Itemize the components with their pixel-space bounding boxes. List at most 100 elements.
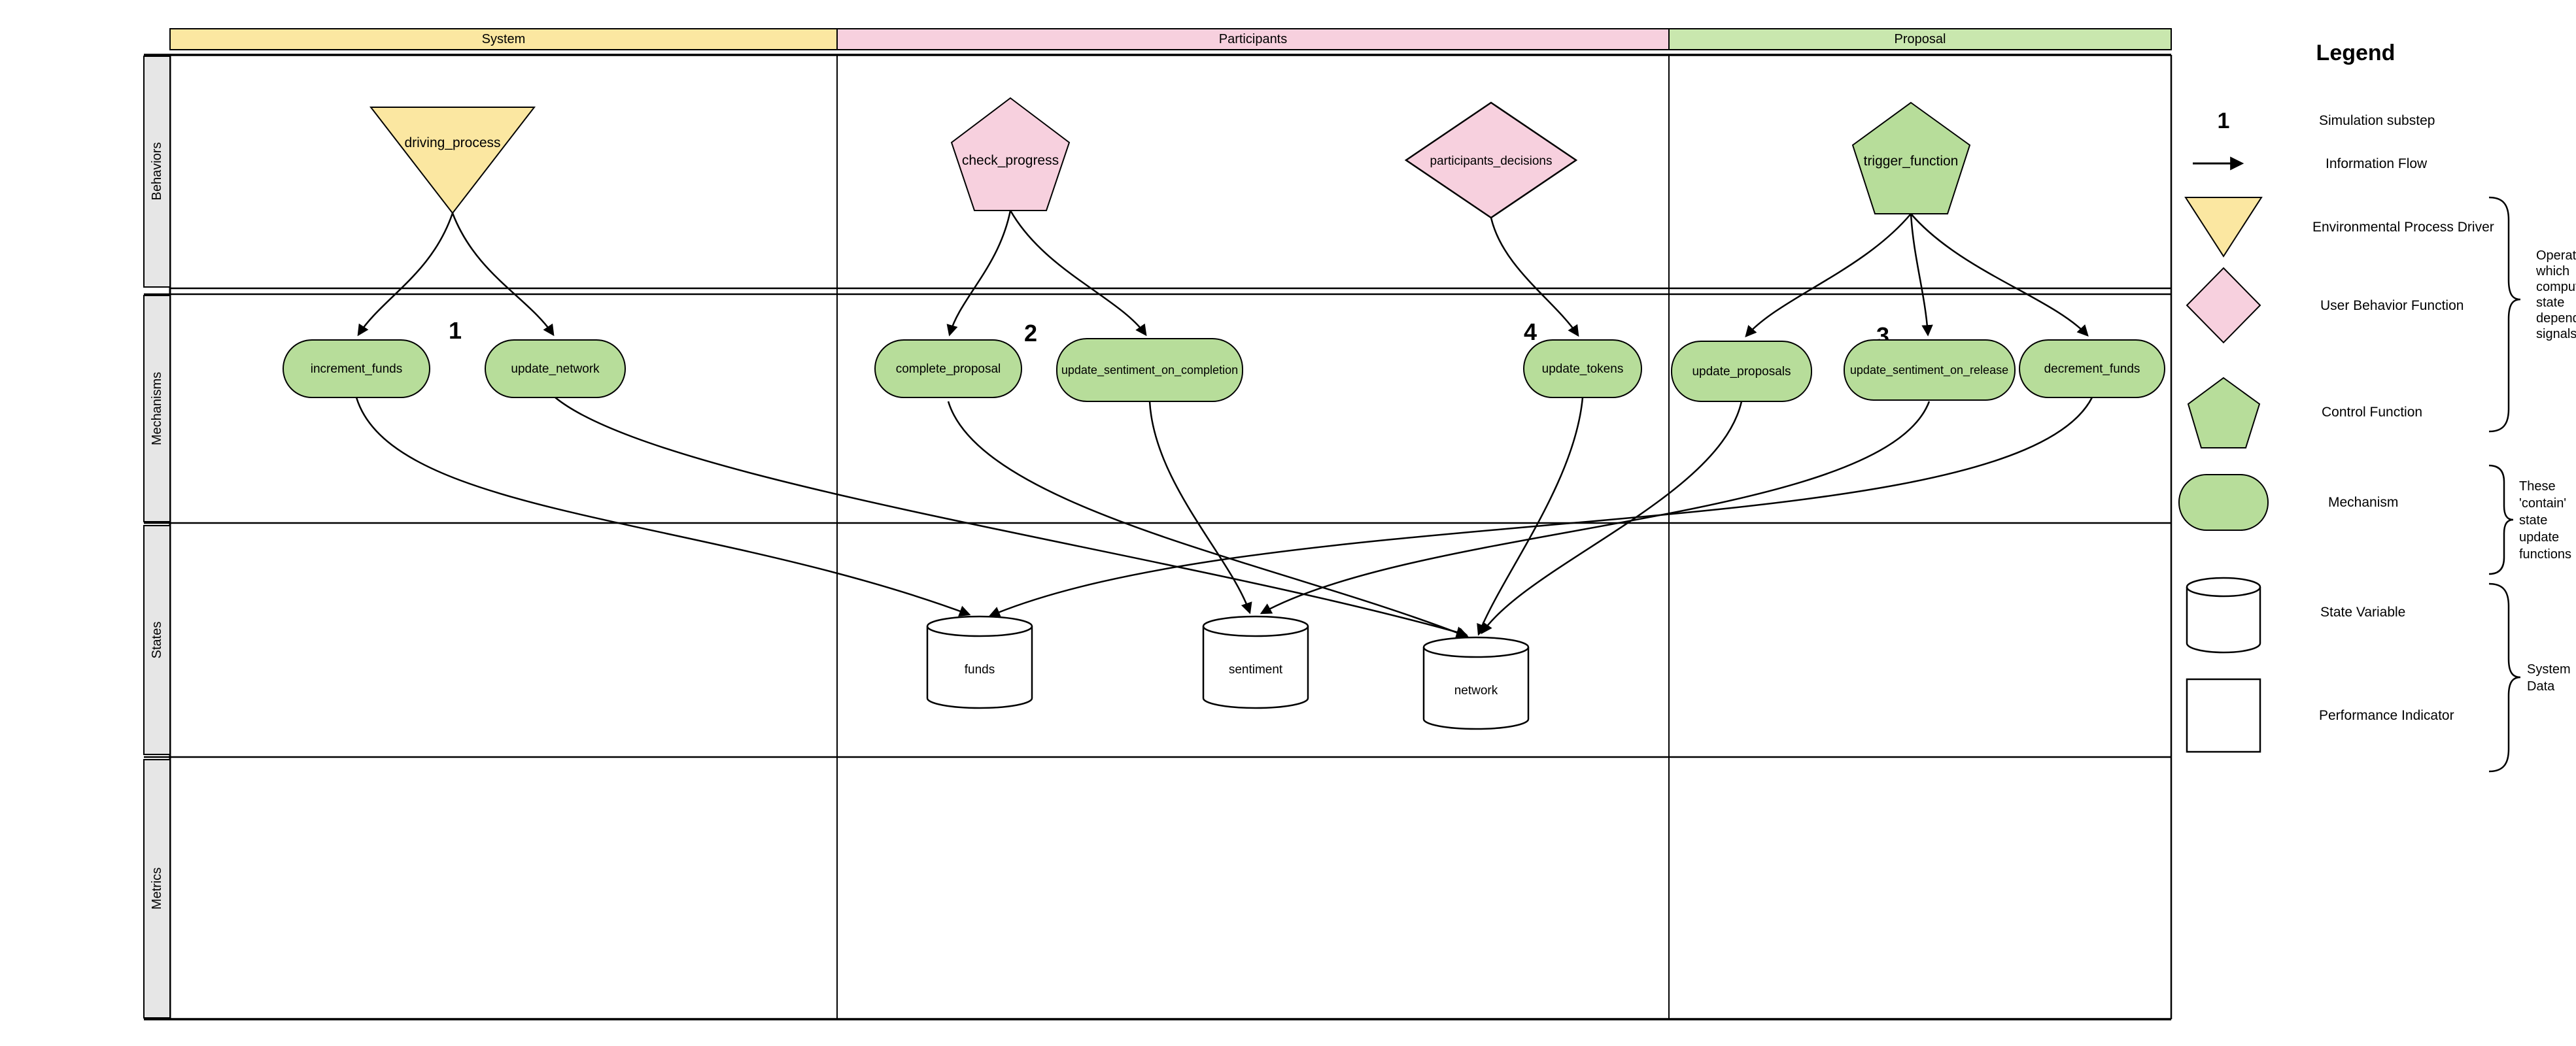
operators-annotation-line: depende (2536, 311, 2576, 326)
substep-2: 2 (1024, 320, 1037, 346)
operators-annotation: Operato which compute state depende sign… (2535, 248, 2576, 341)
behavior-edges (357, 210, 2089, 337)
legend-substep-symbol: 1 (2218, 109, 2230, 133)
node-decrement-funds-label: decrement_funds (2044, 362, 2140, 376)
operators-annotation-line: state (2536, 295, 2564, 310)
performance-indicator-icon (2186, 678, 2261, 753)
edge-update_tokens-network[interactable] (1477, 397, 1584, 636)
edge-check_progress-complete_proposal[interactable] (946, 210, 1012, 337)
control-function-icon (2187, 377, 2261, 448)
edge-update_network-network[interactable] (555, 397, 1468, 638)
edge-trigger_function-decrement_funds[interactable] (1910, 213, 2089, 337)
node-driving-process[interactable] (369, 107, 536, 214)
edge-update_sentiment_on_completion-sentiment[interactable] (1148, 401, 1252, 615)
lane-behaviors-label: Behaviors (150, 143, 164, 201)
legend-control-label: Control Function (2322, 405, 2422, 420)
legend-mechanism-label: Mechanism (2328, 495, 2398, 510)
contain-annotation-line: state (2519, 513, 2547, 528)
lane-states[interactable] (143, 525, 171, 755)
state-variable-icon (2186, 577, 2261, 654)
env-process-driver-icon (2184, 197, 2263, 258)
legend-flow-label: Information Flow (2326, 156, 2428, 171)
system-data-annotation-line: Data (2527, 679, 2555, 694)
edge-decrement_funds-funds[interactable] (988, 397, 2093, 618)
substep-1: 1 (449, 317, 462, 344)
node-participants-decisions[interactable] (1404, 101, 1578, 219)
user-behavior-function-icon (2186, 267, 2261, 344)
swimlane-grid (144, 54, 2172, 1021)
mechanism-edges (355, 397, 2093, 639)
edge-update_sentiment_on_release-sentiment[interactable] (1260, 401, 1931, 615)
edge-complete_proposal-network[interactable] (947, 401, 1469, 639)
contain-annotation-line: These (2519, 479, 2556, 494)
lane-mechanisms[interactable] (143, 295, 171, 522)
edge-increment_funds-funds[interactable] (355, 397, 971, 617)
node-update-tokens-label: update_tokens (1542, 362, 1624, 376)
node-trigger-function[interactable] (1851, 101, 1971, 214)
edge-trigger_function-update_sentiment_on_release[interactable] (1910, 213, 1933, 337)
node-sentiment[interactable] (1202, 615, 1309, 709)
system-data-brace (2488, 582, 2521, 773)
contain-annotation-line: update (2519, 530, 2559, 545)
node-update-sentiment-on-completion[interactable] (1056, 338, 1243, 402)
header-system-label: System (482, 32, 526, 46)
header-participants-label: Participants (1219, 32, 1288, 46)
edge-participants_decisions-update_tokens[interactable] (1490, 217, 1579, 337)
node-update-network[interactable] (485, 339, 626, 398)
node-sentiment-rim (1202, 626, 1309, 637)
header-proposal[interactable] (1668, 28, 2172, 50)
edge-driving_process-increment_funds[interactable] (357, 212, 454, 337)
node-update-proposals[interactable] (1671, 341, 1812, 402)
edge-check_progress-update_sentiment_on_completion[interactable] (1009, 210, 1147, 337)
system-data-annotation: System Data (2527, 662, 2571, 694)
node-driving-process-label: driving_process (404, 135, 500, 150)
lane-metrics-label: Metrics (150, 868, 164, 909)
substep-4: 4 (1524, 318, 1537, 345)
system-data-annotation-line: System (2527, 662, 2571, 677)
operators-brace (2488, 196, 2521, 433)
edge-update_proposals-network[interactable] (1481, 401, 1743, 635)
contain-brace (2488, 464, 2514, 575)
operators-annotation-line: signals (2536, 327, 2576, 341)
edge-driving_process-update_network[interactable] (451, 212, 555, 337)
node-funds[interactable] (926, 615, 1033, 709)
node-decrement-funds[interactable] (2019, 339, 2165, 398)
edge-trigger_function-update_proposals[interactable] (1745, 213, 1912, 337)
lane-metrics[interactable] (143, 759, 171, 1019)
state-variable-icon-rim (2186, 586, 2261, 598)
behavior-nodes: driving_process check_progress participa… (369, 97, 1971, 219)
legend: Legend 1 Simulation substep Information … (2178, 41, 2576, 773)
operators-annotation-line: compute (2536, 280, 2576, 294)
lane-labels: Behaviors Mechanisms States Metrics (143, 56, 171, 1019)
header-participants[interactable] (836, 28, 1670, 50)
legend-state-variable-label: State Variable (2320, 605, 2405, 620)
lane-mechanisms-label: Mechanisms (150, 372, 164, 445)
node-participants-decisions-label: participants_decisions (1430, 154, 1553, 168)
node-increment-funds[interactable] (283, 339, 430, 398)
node-update-proposals-label: update_proposals (1692, 365, 1791, 379)
header-proposal-label: Proposal (1895, 32, 1946, 46)
node-complete-proposal-label: complete_proposal (896, 362, 1001, 376)
node-network-rim (1422, 647, 1530, 658)
lane-behaviors[interactable] (143, 56, 171, 288)
legend-env-driver-label: Environmental Process Driver (2312, 220, 2494, 235)
node-update-sentiment-on-release[interactable] (1844, 339, 2016, 401)
node-network[interactable] (1422, 636, 1530, 730)
mechanism-icon (2178, 474, 2269, 531)
operators-annotation-line: which (2535, 264, 2569, 278)
contain-annotation: These 'contain' state update functions (2519, 479, 2571, 562)
legend-substep-label: Simulation substep (2319, 113, 2435, 128)
node-update-tokens[interactable] (1523, 339, 1642, 398)
node-check-progress[interactable] (950, 97, 1071, 211)
node-funds-rim (926, 626, 1033, 637)
node-check-progress-label: check_progress (962, 153, 1059, 168)
node-complete-proposal[interactable] (874, 339, 1022, 398)
node-update-sentiment-on-completion-label: update_sentiment_on_completion (1061, 363, 1238, 377)
node-update-sentiment-on-release-label: update_sentiment_on_release (1850, 363, 2008, 377)
mechanism-nodes: increment_funds update_network complete_… (283, 338, 2165, 402)
node-network-label: network (1454, 684, 1498, 698)
legend-performance-indicator-label: Performance Indicator (2319, 708, 2454, 723)
contain-annotation-line: functions (2519, 547, 2571, 562)
legend-title: Legend (2316, 41, 2396, 65)
